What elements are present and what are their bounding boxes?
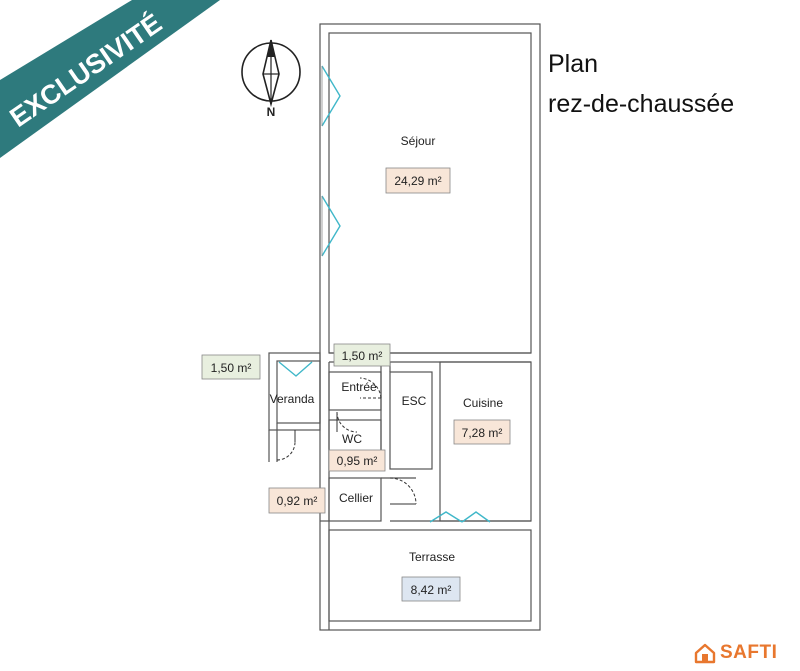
plan-title: Plan rez-de-chaussée <box>548 44 734 124</box>
area-badge-cuisine: 7,28 m² <box>453 419 511 445</box>
logo-text: SAFTI <box>720 642 778 663</box>
room-label-sejour: Séjour <box>401 134 436 148</box>
exclusivite-banner: EXCLUSIVITÉ <box>0 0 220 158</box>
room-label-wc: WC <box>342 432 362 446</box>
room-label-cellier: Cellier <box>339 491 373 505</box>
area-badge-terrasse: 8,42 m² <box>401 576 461 602</box>
area-badge-veranda: 1,50 m² <box>201 354 261 380</box>
compass-icon <box>241 39 301 108</box>
plan-title-line1: Plan <box>548 50 599 78</box>
room-label-cuisine: Cuisine <box>463 396 503 410</box>
area-cellier: 0,92 m² <box>277 494 318 508</box>
compass-north-label: N <box>267 105 276 119</box>
room-label-veranda: Veranda <box>270 392 315 406</box>
walls <box>268 23 541 631</box>
area-terrasse: 8,42 m² <box>411 583 452 597</box>
room-label-esc: ESC <box>402 394 427 408</box>
area-badge-wc: 0,95 m² <box>328 449 386 472</box>
area-badge-cellier: 0,92 m² <box>268 487 326 514</box>
room-label-entree: Entrée <box>341 380 377 394</box>
doors <box>276 377 417 505</box>
room-label-terrasse: Terrasse <box>409 550 455 564</box>
banner-ribbon <box>0 0 220 158</box>
area-wc: 0,95 m² <box>337 454 378 468</box>
area-sejour: 24,29 m² <box>394 174 441 188</box>
area-veranda: 1,50 m² <box>211 361 252 375</box>
safti-logo: SAFTI <box>694 640 777 666</box>
area-badge-hall: 1,50 m² <box>333 343 391 367</box>
plan-title-line2: rez-de-chaussée <box>548 90 735 118</box>
area-badge-sejour: 24,29 m² <box>385 167 451 194</box>
house-icon <box>694 643 716 664</box>
area-hall: 1,50 m² <box>342 349 383 363</box>
area-cuisine: 7,28 m² <box>462 426 503 440</box>
windows <box>278 65 491 523</box>
